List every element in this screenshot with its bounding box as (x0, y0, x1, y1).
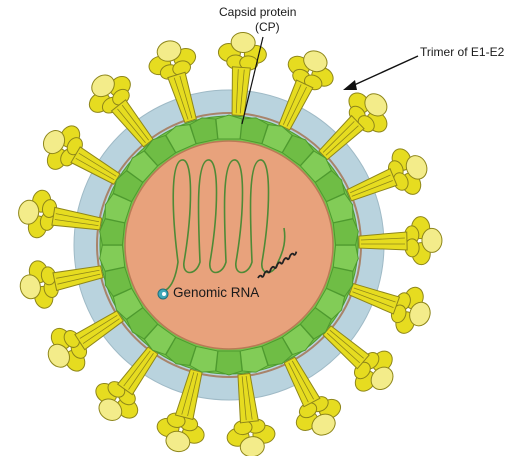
capsomer (314, 170, 346, 203)
genomic-rna-label: Genomic RNA (173, 285, 260, 300)
trimer-label: Trimer of E1-E2 (420, 45, 505, 59)
trimer-head (19, 260, 59, 309)
capsomer (99, 244, 126, 272)
capsomer (261, 336, 293, 366)
capsomer (112, 287, 144, 320)
spike-stalk (283, 356, 321, 408)
capsomer (281, 134, 315, 167)
capsomer (239, 345, 269, 373)
spike-stalk (167, 71, 197, 124)
trimer-head (88, 74, 131, 114)
trimer-head (287, 50, 334, 91)
capsomer (189, 345, 219, 373)
capsomer (104, 266, 133, 297)
spike-stalk (174, 368, 203, 421)
capsomer (165, 336, 197, 366)
capsomer (299, 307, 332, 340)
spike-stalks (51, 66, 408, 424)
spike-stalk (52, 265, 104, 292)
capsomer (325, 266, 354, 297)
capsomer (165, 124, 197, 154)
spike-stalk (74, 310, 124, 351)
trimer-head (295, 396, 342, 436)
trimer-head (353, 350, 394, 392)
capsomer (332, 244, 359, 272)
spike-stalk (346, 167, 398, 202)
capsomer (332, 218, 359, 246)
trimer-head (217, 31, 267, 71)
capsomer (281, 323, 315, 356)
trimer-head (226, 418, 276, 458)
capsomer (299, 150, 332, 183)
capsomer (261, 124, 293, 154)
capsomer (126, 150, 159, 183)
spike-stalk (51, 206, 103, 231)
capsomer (314, 287, 346, 320)
capsomer (215, 350, 243, 376)
capsomer (104, 193, 133, 224)
capsid-label: Capsid protein (219, 5, 297, 19)
trimer-head (148, 40, 197, 80)
capsomer (143, 134, 177, 167)
spike-stalk (358, 231, 408, 251)
spike-stalk (348, 282, 401, 315)
capsomer (325, 193, 354, 224)
capsid-proteins (99, 114, 359, 376)
spike-stalk (278, 79, 314, 131)
capsomer (189, 117, 219, 145)
capsid-pointer-line (241, 36, 264, 125)
spike-stalk (70, 146, 121, 185)
capsomer (143, 323, 177, 356)
capsomer (215, 114, 243, 140)
nucleocapsid-core (124, 140, 334, 350)
trimer-head (404, 216, 443, 266)
genomic-rna-tail (257, 251, 298, 279)
trimer-head (18, 189, 58, 239)
arrow-icon (343, 55, 419, 90)
spike-stalk (318, 114, 365, 161)
spike-stalk (231, 66, 251, 117)
capsomer (112, 170, 144, 203)
spike-stalk (110, 99, 154, 148)
capsid-abbrev-label: (CP) (255, 20, 280, 34)
capsomer (126, 307, 159, 340)
5-prime-cap-icon (157, 288, 169, 300)
trimer-head (387, 148, 428, 195)
spike-stalk (237, 372, 259, 424)
genomic-rna-coil (165, 159, 286, 291)
capsomer (99, 218, 126, 246)
